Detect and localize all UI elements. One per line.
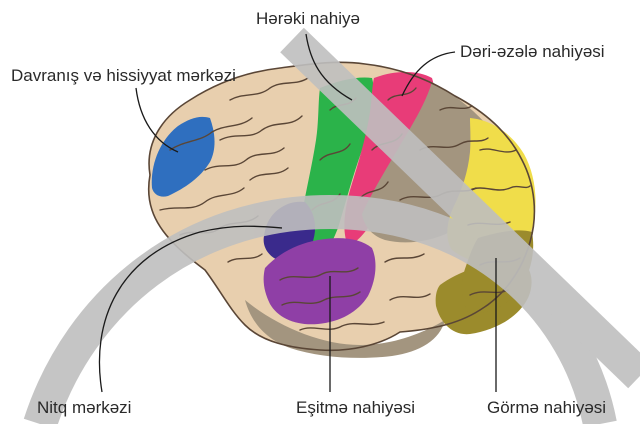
vision-area-label: Görmə nahiyəsi [487, 398, 606, 418]
behavior-center-label: Davranış və hissiyyat mərkəzi [11, 66, 236, 86]
speech-center-label: Nitq mərkəzi [37, 398, 131, 418]
skin-muscle-area-label: Dəri-əzələ nahiyəsi [460, 42, 605, 62]
motor-area-label: Hərəki nahiyə [256, 9, 360, 29]
hearing-area-label: Eşitmə nahiyəsi [296, 398, 415, 418]
